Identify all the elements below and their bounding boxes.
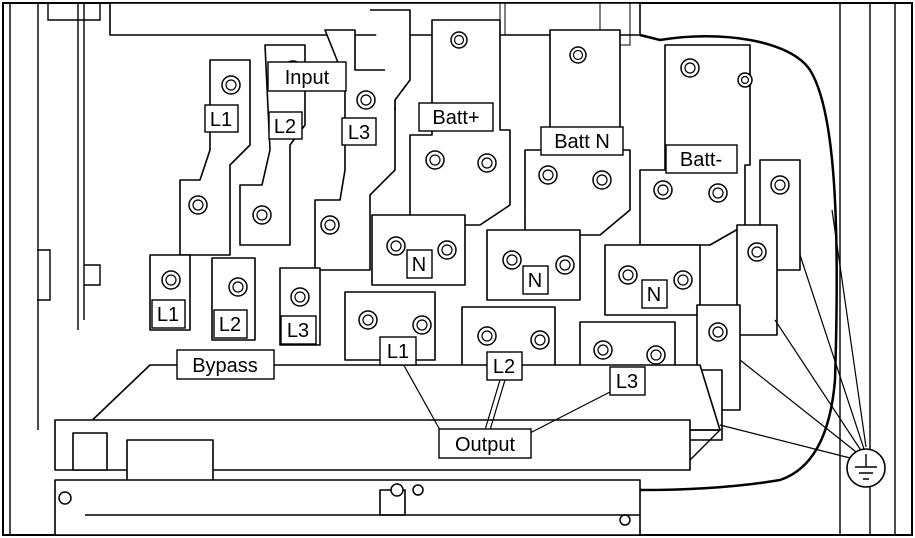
input-l2-box	[268, 111, 303, 140]
output-l1-label: L1	[387, 341, 409, 363]
batt-plus-label: Batt+	[432, 107, 479, 129]
n1-label: N	[412, 254, 426, 276]
n1-box	[406, 249, 433, 279]
output-l1-box	[379, 336, 417, 366]
batt-plus-box	[418, 102, 494, 132]
bypass-labels: L1 L2 L3 Bypass	[151, 299, 317, 380]
output-label: Output	[455, 434, 515, 456]
output-l2-box	[486, 351, 523, 381]
input-l1-label: L1	[210, 109, 232, 131]
output-l3-label: L3	[616, 371, 638, 393]
input-l1-box	[204, 104, 239, 133]
bypass-l3-label: L3	[287, 320, 309, 342]
zoom-callout-border	[639, 33, 838, 492]
bypass-l1-box	[151, 299, 186, 329]
input-labels: Input L1 L2 L3	[204, 61, 377, 146]
n3-box	[641, 279, 668, 309]
bypass-label: Bypass	[192, 355, 258, 377]
output-l3-box	[609, 366, 646, 396]
bypass-l2-box	[213, 309, 248, 339]
input-l3-box	[341, 117, 377, 146]
output-l2-label: L2	[493, 356, 515, 378]
batt-minus-box	[665, 144, 738, 174]
bypass-l2-label: L2	[219, 314, 241, 336]
input-label-box	[267, 61, 347, 92]
front-panel	[54, 364, 722, 536]
batt-n-label: Batt N	[554, 131, 610, 153]
input-l3-label: L3	[348, 122, 370, 144]
ground-leader-lines	[719, 209, 867, 461]
n3-label: N	[647, 284, 661, 306]
n2-box	[522, 265, 549, 295]
bypass-box	[176, 349, 275, 380]
batt-minus-label: Batt-	[680, 149, 722, 171]
bypass-l3-box	[280, 315, 317, 345]
n2-label: N	[528, 270, 542, 292]
output-labels: L1 L2 L3 Output	[379, 336, 646, 459]
battery-labels: Batt+ Batt N Batt-	[418, 102, 738, 174]
bypass-l1-label: L1	[157, 304, 179, 326]
ground-bars	[676, 159, 801, 441]
input-l2-label: L2	[274, 116, 296, 138]
output-leader-lines	[401, 361, 611, 434]
ground-icon	[846, 448, 886, 488]
neutral-labels: N N N	[406, 249, 668, 309]
input-label: Input	[285, 67, 330, 89]
output-box	[438, 428, 532, 459]
batt-n-box	[540, 126, 624, 156]
